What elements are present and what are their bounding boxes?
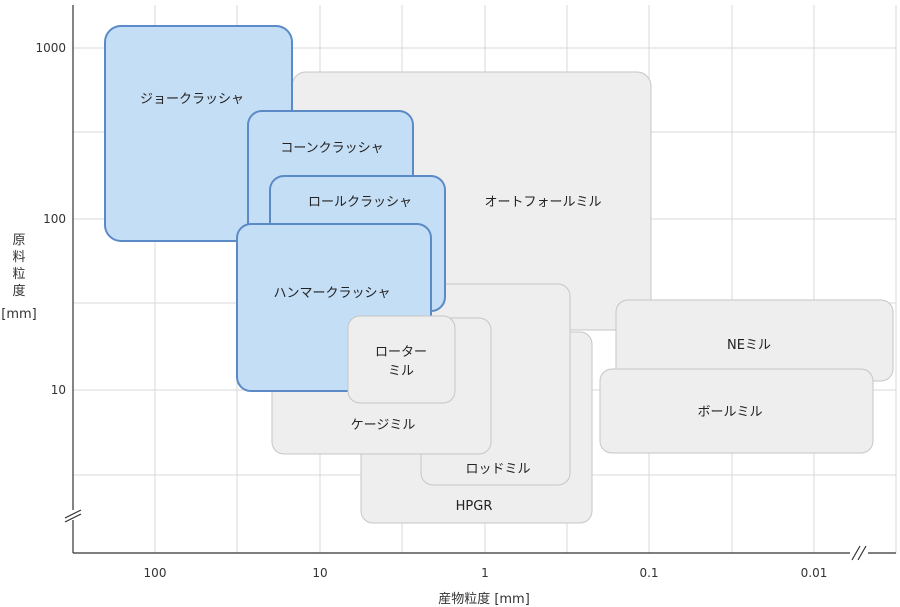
rotor-mill-label-line2: ミル [388,364,414,379]
x-tick-label: 0.01 [801,566,828,580]
ball-mill-label: ボールミル [697,405,762,420]
hammer-crusher-label: ハンマークラッシャ [273,286,390,301]
hpgr-label: HPGR [456,499,493,514]
y-axis-unit: [mm] [1,307,36,322]
autogenous-mill-label: オートフォールミル [484,195,601,210]
x-tick-label: 10 [312,566,327,580]
x-tick-label: 100 [144,566,167,580]
rod-mill-label: ロッドミル [465,462,530,477]
y-axis-title-char: 原 [12,233,25,248]
y-axis-break-mark [64,509,82,519]
rotor-mill-box: ローター ミル [347,315,456,404]
y-tick-labels: 1000 100 10 [35,41,66,397]
y-tick-label: 1000 [35,41,66,55]
y-tick-label: 10 [51,383,66,397]
rotor-mill-label-line1: ローター [375,345,427,360]
ne-mill-label: NEミル [727,338,771,353]
y-axis-title-char: 粒 [12,267,25,282]
roll-crusher-label: ロールクラッシャ [308,195,412,210]
axes [64,5,896,562]
y-tick-label: 100 [43,212,66,226]
ne-mill-box: NEミル [615,299,894,382]
y-axis-title: 原 料 粒 度 [mm] [1,233,36,322]
y-axis-title-char: 料 [12,250,25,265]
cone-crusher-label: コーンクラッシャ [280,141,383,156]
x-tick-label: 1 [481,566,489,580]
jaw-crusher-box: ジョークラッシャ [104,25,293,242]
jaw-crusher-label: ジョークラッシャ [140,92,244,107]
x-tick-label: 0.1 [639,566,658,580]
y-axis-title-char: 度 [12,283,25,299]
ball-mill-box: ボールミル [599,368,874,454]
x-axis-break-mark [851,545,861,561]
x-tick-labels: 100 10 1 0.1 0.01 [144,566,828,580]
x-axis-title: 産物粒度 [mm] [438,591,530,607]
cage-mill-label: ケージミル [351,418,416,433]
